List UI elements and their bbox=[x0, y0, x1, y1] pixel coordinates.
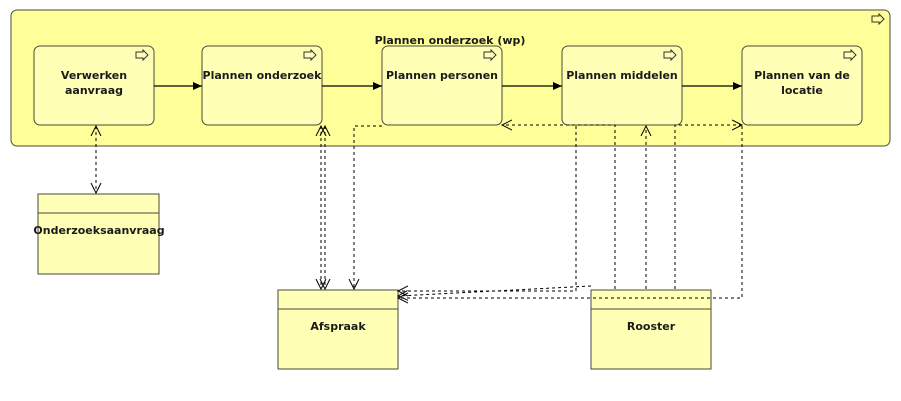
process-label: locatie bbox=[781, 84, 823, 97]
access-rooster-plannen-personen[interactable] bbox=[502, 125, 616, 289]
container-title: Plannen onderzoek (wp) bbox=[375, 34, 526, 47]
process-plannen-middelen[interactable]: Plannen middelen bbox=[561, 45, 683, 126]
data-object-label: Rooster bbox=[627, 320, 676, 333]
data-object-afspraak[interactable]: Afspraak bbox=[277, 289, 399, 370]
process-arrow-icon bbox=[303, 48, 317, 62]
process-arrow-icon bbox=[483, 48, 497, 62]
access-plannen-personen-afspraak[interactable] bbox=[354, 125, 382, 289]
access-rooster-plannen-locatie[interactable] bbox=[674, 125, 742, 289]
process-label: Plannen onderzoek bbox=[203, 69, 323, 82]
data-object-rooster[interactable]: Rooster bbox=[590, 289, 712, 370]
access-plannen-locatie-afspraak[interactable] bbox=[398, 126, 743, 298]
process-arrow-icon bbox=[135, 48, 149, 62]
process-plannen-locatie[interactable]: Plannen van de locatie bbox=[741, 45, 863, 126]
process-arrow-icon bbox=[843, 48, 857, 62]
process-arrow-icon bbox=[871, 12, 885, 26]
process-label: Plannen middelen bbox=[566, 69, 678, 82]
access-plannen-middelen-afspraak[interactable] bbox=[398, 126, 577, 291]
process-label: Plannen van de bbox=[754, 69, 850, 82]
process-label: Plannen personen bbox=[386, 69, 498, 82]
data-object-label: Onderzoeksaanvraag bbox=[33, 224, 164, 237]
process-plannen-personen[interactable]: Plannen personen bbox=[381, 45, 503, 126]
process-plannen-onderzoek[interactable]: Plannen onderzoek bbox=[201, 45, 323, 126]
access-relations bbox=[96, 125, 742, 298]
process-label: aanvraag bbox=[65, 84, 123, 97]
data-object-label: Afspraak bbox=[310, 320, 366, 333]
process-verwerken-aanvraag[interactable]: Verwerken aanvraag bbox=[33, 45, 155, 126]
access-rooster-afspraak[interactable] bbox=[398, 285, 592, 296]
data-object-onderzoeksaanvraag[interactable]: Onderzoeksaanvraag bbox=[33, 193, 165, 275]
process-label: Verwerken bbox=[61, 69, 127, 82]
process-arrow-icon bbox=[663, 48, 677, 62]
